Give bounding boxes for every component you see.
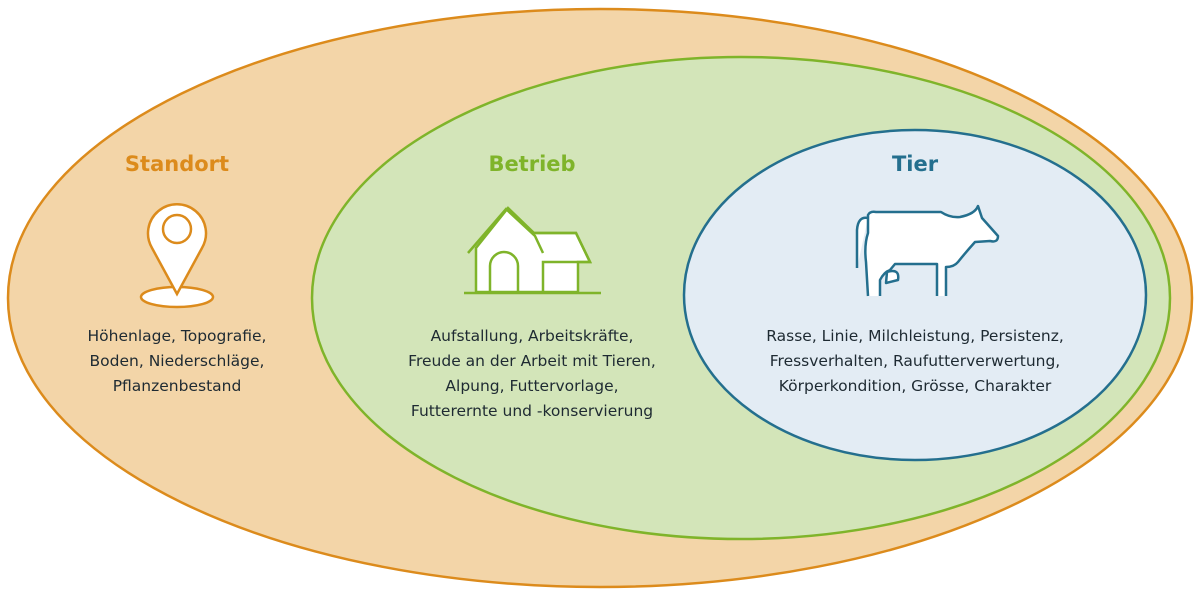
- cow-icon: [855, 204, 1000, 297]
- farm-house-icon: [464, 206, 601, 295]
- tier-ellipse: [682, 128, 1148, 462]
- tier-line: Rasse, Linie, Milchleistung, Persistenz,: [766, 327, 1064, 345]
- betrieb-line: Alpung, Futtervorlage,: [445, 377, 618, 395]
- betrieb-line: Aufstallung, Arbeitskräfte,: [431, 327, 634, 345]
- tier-line: Körperkondition, Grösse, Charakter: [779, 377, 1052, 395]
- tier-line: Fressverhalten, Raufutterverwertung,: [770, 352, 1061, 370]
- betrieb-title: Betrieb: [488, 152, 575, 176]
- location-pin-icon: [139, 203, 215, 309]
- tier-region: Tier Rasse, Linie, Milchleistung, Persis…: [682, 128, 1148, 462]
- betrieb-line: Freude an der Arbeit mit Tieren,: [408, 352, 656, 370]
- tier-title: Tier: [892, 152, 939, 176]
- standort-line: Pflanzenbestand: [113, 377, 242, 395]
- standort-line: Boden, Niederschläge,: [90, 352, 265, 370]
- standort-line: Höhenlage, Topografie,: [88, 327, 267, 345]
- standort-title: Standort: [125, 152, 229, 176]
- betrieb-line: Futterernte und -konservierung: [411, 402, 653, 420]
